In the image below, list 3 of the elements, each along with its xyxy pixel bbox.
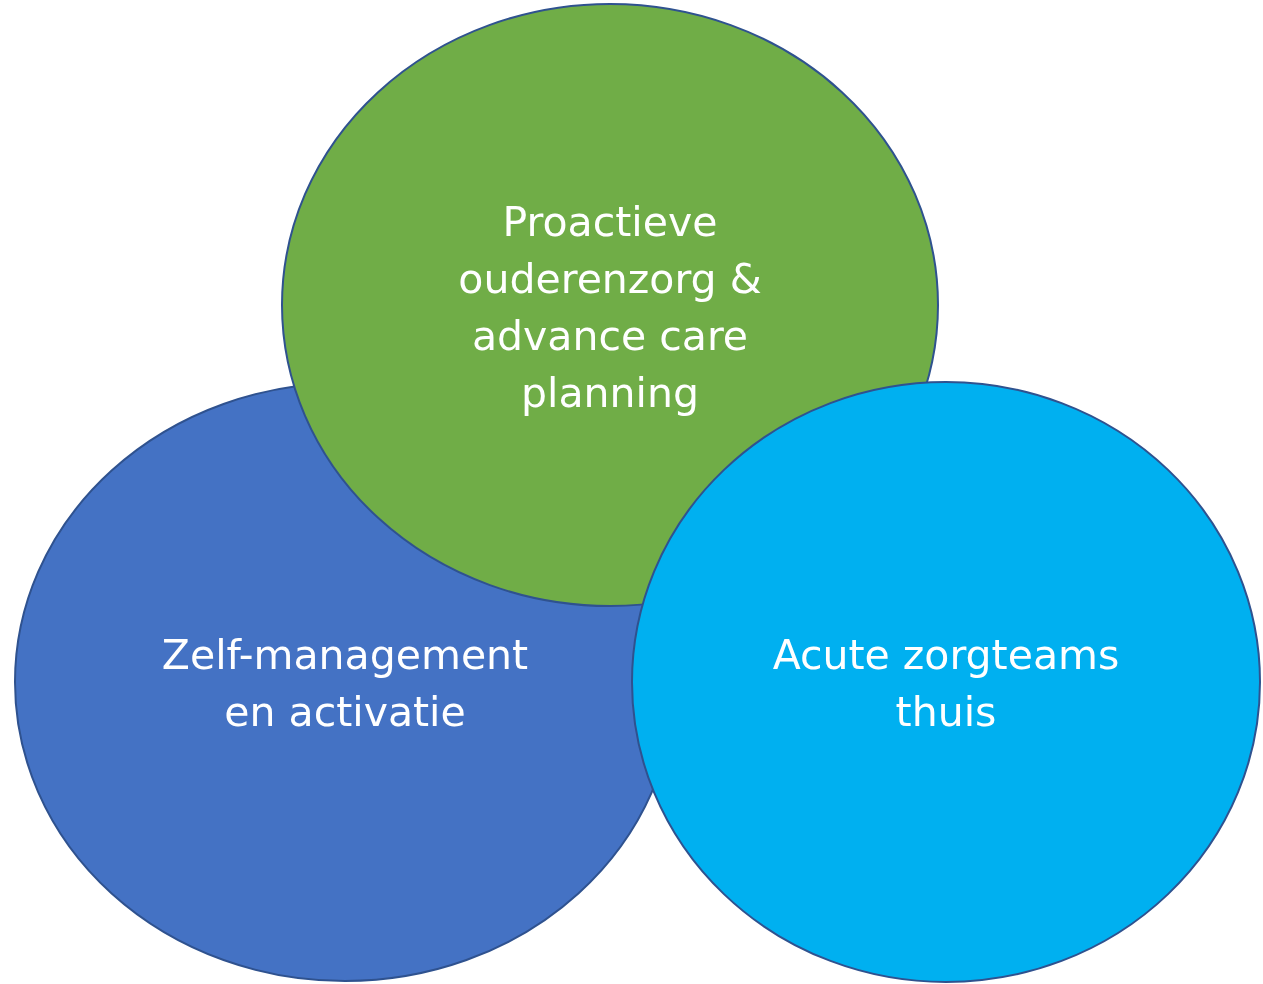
circle-label: Acute zorgteams thuis [771, 630, 1121, 738]
circle-label: Zelf-management en activatie [160, 630, 530, 738]
circle-label: Proactieve ouderenzorg & advance care planning [457, 197, 763, 419]
